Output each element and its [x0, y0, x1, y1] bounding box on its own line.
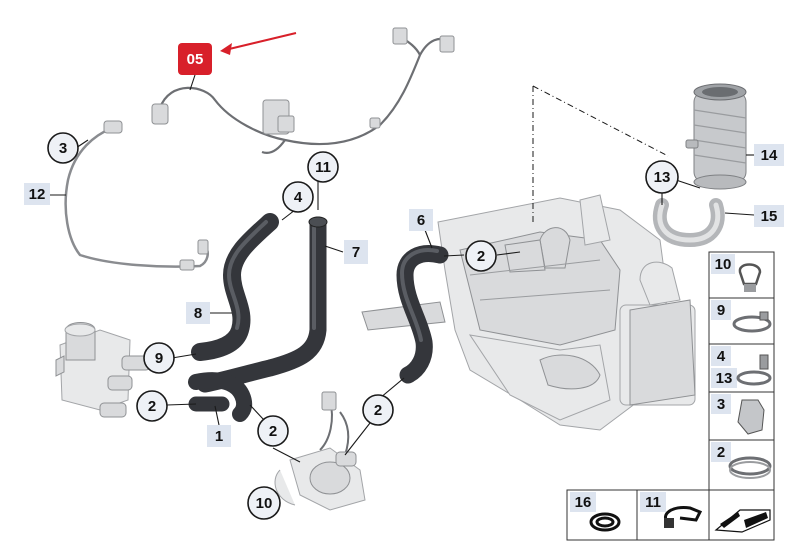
callout-13: 13	[654, 169, 671, 186]
electric-water-pump	[274, 391, 366, 511]
callout-2d-circle	[465, 240, 497, 272]
legend-label-2: 2	[717, 444, 725, 461]
callout-7-bg	[344, 240, 368, 264]
intake-silencer	[685, 83, 747, 190]
callout-12-bg	[24, 183, 50, 205]
callout-6-bg	[409, 209, 433, 231]
callout-14: 14	[761, 147, 778, 164]
legend-label-16: 16	[575, 494, 592, 511]
cable-tie-icon	[664, 505, 703, 528]
callout-2c-circle	[362, 394, 394, 426]
wiring-harness	[151, 27, 455, 154]
bracket-icon	[737, 399, 765, 435]
coolant-hoses	[188, 198, 725, 422]
hose-clamp-icon	[732, 311, 772, 333]
clip-icon	[738, 263, 762, 292]
guide-line	[532, 85, 669, 222]
callout-4-circle	[282, 181, 314, 213]
callout-4: 4	[294, 189, 303, 206]
parts-legend: 10 9 4 13 3 2 16 11	[566, 251, 775, 541]
callout-1-bg	[207, 425, 231, 447]
callout-2b: 2	[269, 423, 277, 440]
callout-7: 7	[352, 244, 360, 261]
callout-9-circle	[143, 342, 175, 374]
callout-2c: 2	[374, 402, 382, 419]
legend-label-11: 11	[645, 494, 661, 511]
callout-13-circle	[645, 160, 679, 194]
seal-strip-icon	[589, 512, 621, 532]
callout-6: 6	[417, 212, 425, 229]
legend-label-13: 13	[716, 370, 733, 387]
callout-9: 9	[155, 350, 163, 367]
callout-2b-circle	[257, 415, 289, 447]
callout-15: 15	[761, 208, 778, 225]
highlight-badge: 05	[178, 32, 297, 75]
legend-label-10: 10	[715, 256, 732, 273]
temperature-sensor-line	[64, 120, 209, 271]
legend-label-4: 4	[717, 348, 726, 365]
callout-15-bg	[754, 205, 784, 227]
callout-2a: 2	[148, 398, 156, 415]
page-arrow-icon	[714, 509, 771, 533]
legend-label-9: 9	[717, 302, 725, 319]
band-clamp-icon	[728, 456, 772, 479]
callout-3-circle	[47, 132, 79, 164]
callout-12: 12	[29, 186, 46, 203]
callout-3: 3	[59, 140, 67, 157]
water-valve	[55, 322, 151, 418]
spring-clamp-icon	[736, 354, 772, 386]
callout-1: 1	[215, 428, 223, 445]
callout-2a-circle	[136, 390, 168, 422]
legend-label-3: 3	[717, 396, 725, 413]
leader-lines	[48, 74, 755, 463]
callouts: 3 12 4 11 7 8 9 2 1 2 10 2 6	[24, 132, 784, 520]
callout-2d: 2	[477, 248, 485, 265]
callout-14-bg	[754, 144, 784, 166]
callout-10-circle	[247, 486, 281, 520]
callout-10: 10	[256, 495, 273, 512]
callout-8-bg	[186, 302, 210, 324]
callout-8: 8	[194, 305, 202, 322]
callout-11: 11	[315, 159, 331, 176]
badge-label: 05	[187, 51, 204, 68]
callout-11-circle	[307, 151, 339, 183]
